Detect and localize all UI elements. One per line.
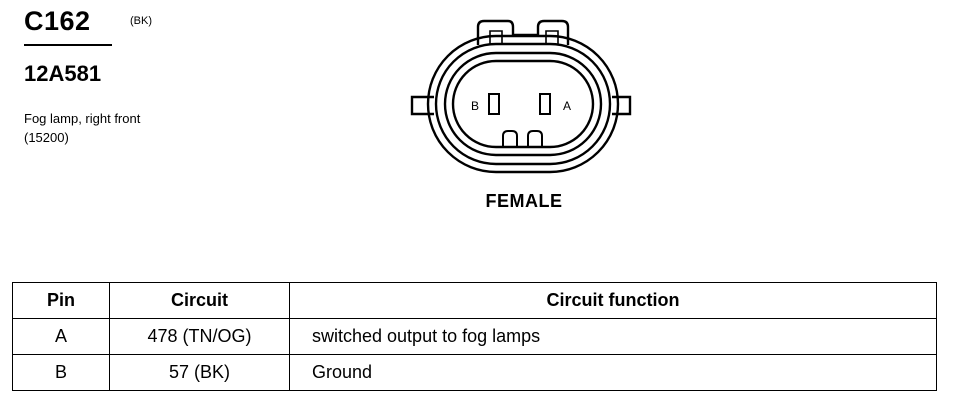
table-header-row: Pin Circuit Circuit function: [12, 282, 937, 319]
table-row: A 478 (TN/OG) switched output to fog lam…: [12, 318, 937, 355]
cell-function: switched output to fog lamps: [289, 318, 937, 355]
title-underline: [24, 44, 112, 46]
cell-function: Ground: [289, 354, 937, 391]
cavity-a: [539, 93, 551, 115]
header-pin: Pin: [12, 282, 110, 319]
housing-ring-2: [443, 51, 603, 157]
header-circuit-function: Circuit function: [289, 282, 937, 319]
description-line-1: Fog lamp, right front: [24, 111, 141, 126]
locking-tab: [476, 19, 570, 45]
cell-pin: B: [12, 354, 110, 391]
pinout-table: Pin Circuit Circuit function A 478 (TN/O…: [12, 282, 937, 391]
color-code: (BK): [130, 15, 152, 27]
cell-circuit: 478 (TN/OG): [109, 318, 290, 355]
table-row: B 57 (BK) Ground: [12, 354, 937, 391]
housing-ring-3: [451, 59, 595, 149]
cell-pin: A: [12, 318, 110, 355]
connector-gender-label: FEMALE: [485, 191, 563, 211]
header-circuit: Circuit: [109, 282, 290, 319]
housing-ring-1: [434, 42, 612, 166]
right-ear: [612, 95, 632, 116]
connector-face-diagram: B A: [410, 19, 632, 174]
pin-label-a: A: [563, 99, 571, 113]
cavity-b: [488, 93, 500, 115]
key-bump-left: [502, 130, 518, 147]
left-ear: [410, 95, 434, 116]
pin-label-b: B: [471, 99, 479, 113]
description-line-2: (15200): [24, 130, 69, 145]
housing-outer: [426, 34, 620, 174]
key-bump-right: [527, 130, 543, 147]
connector-id: C162: [24, 6, 91, 36]
locking-tab-inner: [489, 30, 559, 45]
cell-circuit: 57 (BK): [109, 354, 290, 391]
part-number: 12A581: [24, 61, 102, 86]
